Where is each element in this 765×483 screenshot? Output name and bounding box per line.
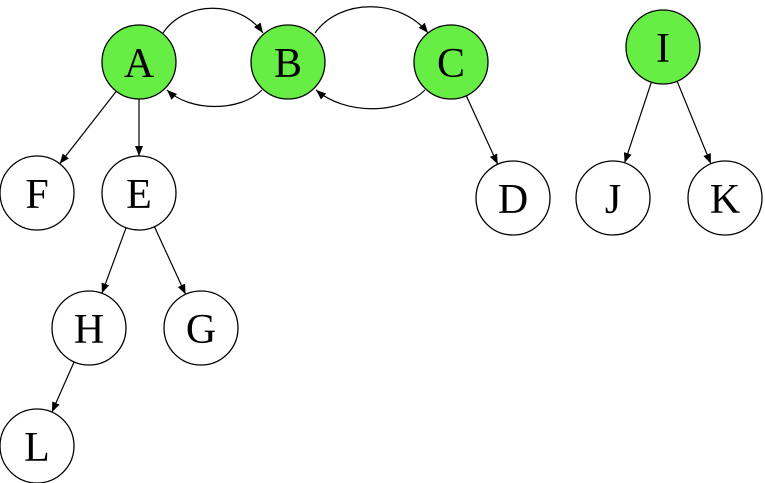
node-d: D bbox=[475, 160, 551, 236]
node-label-k: K bbox=[710, 177, 740, 223]
node-circle-k bbox=[687, 160, 763, 236]
node-i: I bbox=[625, 9, 701, 85]
node-circle-a bbox=[101, 24, 177, 100]
node-label-a: A bbox=[124, 41, 155, 87]
node-h: H bbox=[51, 290, 127, 366]
edge-c-to-b bbox=[315, 89, 426, 110]
node-circle-h bbox=[51, 290, 127, 366]
node-b: B bbox=[250, 24, 326, 100]
edge-b-to-a bbox=[166, 89, 263, 107]
node-g: G bbox=[163, 290, 239, 366]
node-f: F bbox=[0, 155, 75, 231]
edges bbox=[51, 6, 712, 413]
node-label-b: B bbox=[274, 41, 302, 87]
node-circle-d bbox=[475, 160, 551, 236]
node-circle-b bbox=[250, 24, 326, 100]
node-k: K bbox=[687, 160, 763, 236]
node-label-l: L bbox=[24, 425, 50, 471]
node-a: A bbox=[101, 24, 177, 100]
node-circle-l bbox=[0, 408, 75, 483]
node-l: L bbox=[0, 408, 75, 483]
node-circle-i bbox=[625, 9, 701, 85]
edge-a-to-b bbox=[162, 7, 264, 34]
node-label-h: H bbox=[74, 307, 104, 353]
edge-e-to-h bbox=[101, 227, 127, 294]
node-label-d: D bbox=[498, 177, 528, 223]
node-circle-j bbox=[575, 160, 651, 236]
edge-i-to-j bbox=[623, 81, 652, 164]
node-circle-g bbox=[163, 290, 239, 366]
edge-i-to-k bbox=[676, 80, 712, 165]
node-label-c: C bbox=[437, 41, 465, 87]
edge-c-to-d bbox=[465, 95, 499, 165]
node-label-i: I bbox=[656, 26, 670, 72]
node-circle-f bbox=[0, 155, 75, 231]
node-circle-c bbox=[413, 24, 489, 100]
edge-a-to-f bbox=[59, 90, 117, 165]
node-label-j: J bbox=[605, 177, 621, 223]
nodes: A B C I F E D J K H G L bbox=[0, 9, 763, 483]
node-c: C bbox=[413, 24, 489, 100]
edge-h-to-l bbox=[51, 361, 75, 413]
node-label-f: F bbox=[25, 172, 48, 218]
node-j: J bbox=[575, 160, 651, 236]
node-label-g: G bbox=[186, 307, 216, 353]
edge-b-to-c bbox=[314, 6, 429, 34]
node-e: E bbox=[101, 155, 177, 231]
node-label-e: E bbox=[126, 172, 152, 218]
node-circle-e bbox=[101, 155, 177, 231]
edge-e-to-g bbox=[153, 226, 187, 295]
